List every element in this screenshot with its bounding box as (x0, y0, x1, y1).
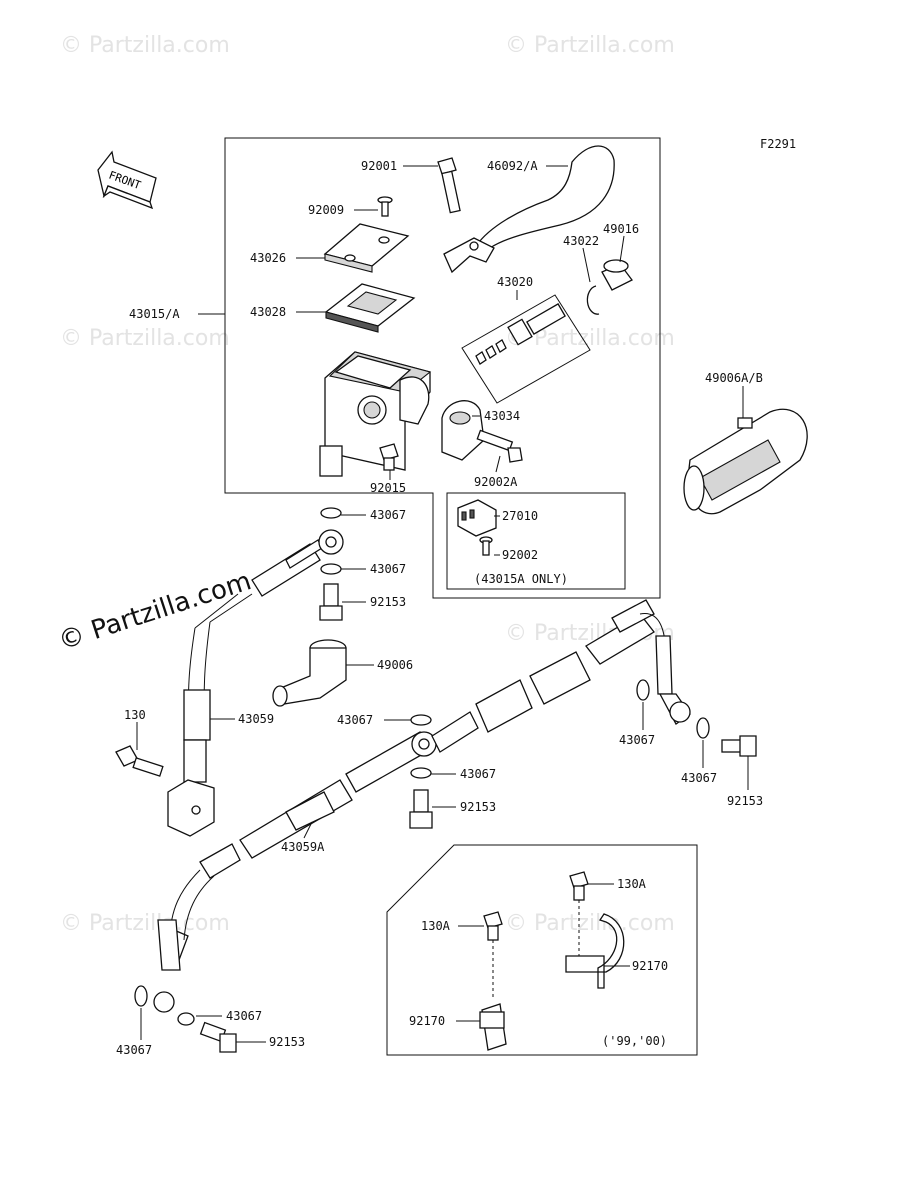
watermarks: © Partzilla.com © Partzilla.com © Partzi… (60, 33, 675, 936)
callout-43067: 43067 (226, 1009, 262, 1023)
watermark: © Partzilla.com (505, 911, 675, 936)
screw-92009-icon (377, 196, 393, 217)
callout-43067: 43067 (337, 713, 373, 727)
callout-92002a: 92002A (474, 475, 518, 489)
callout-46092a: 46092/A (487, 159, 538, 173)
banjo-bolt-icon (199, 1021, 237, 1053)
callout-43067: 43067 (116, 1043, 152, 1057)
washer-icon (410, 767, 432, 779)
cover-49006ab-icon (683, 408, 808, 515)
partzilla-watermark: © Partzilla.com (55, 566, 255, 657)
bracket-frame (386, 844, 698, 1056)
callout-49006: 49006 (377, 658, 413, 672)
leader-lines (136, 165, 749, 1043)
washer-icon (177, 1012, 195, 1026)
callout-43067: 43067 (460, 767, 496, 781)
callout-43022: 43022 (563, 234, 599, 248)
front-arrow-icon: FRONT (97, 150, 157, 210)
bolt-130a-icon (483, 911, 503, 941)
bolt-92002a-icon (476, 429, 523, 463)
boot-49006-icon (272, 639, 347, 707)
model-years-note: ('99,'00) (602, 1034, 667, 1048)
diaphragm-icon (324, 283, 416, 333)
callout-43067: 43067 (681, 771, 717, 785)
callout-92153: 92153 (269, 1035, 305, 1049)
callout-130: 130 (124, 708, 146, 722)
bolt-92015-icon (379, 443, 399, 471)
callout-43067: 43067 (619, 733, 655, 747)
callout-43020: 43020 (497, 275, 533, 289)
watermark: © Partzilla.com (60, 911, 230, 936)
circlip-icon (586, 285, 600, 315)
callout-labels: 92001 46092/A 92009 43026 43028 43015/A … (116, 159, 763, 1057)
callout-43034: 43034 (484, 409, 520, 423)
piston-kit-icon (461, 294, 591, 404)
callout-43015a-only: (43015A ONLY) (474, 572, 568, 586)
boot-49016-icon (601, 259, 633, 291)
washer-icon (320, 563, 342, 575)
washer-icon (134, 985, 148, 1007)
callout-92001: 92001 (361, 159, 397, 173)
callout-49016: 49016 (603, 222, 639, 236)
switch-subframe (446, 492, 626, 590)
callout-130a: 130A (617, 877, 647, 891)
bolt-130-icon (115, 745, 164, 777)
callout-92153: 92153 (460, 800, 496, 814)
washer-icon (320, 507, 342, 519)
callout-92153: 92153 (727, 794, 763, 808)
reservoir-cap-icon (323, 223, 410, 273)
callout-43059a: 43059A (281, 840, 325, 854)
master-cylinder-frame (224, 137, 661, 599)
hose-43059a-icon (153, 599, 691, 1013)
callout-43067: 43067 (370, 508, 406, 522)
bracket-92170-icon (479, 1003, 507, 1051)
clamp-icon (441, 400, 485, 461)
bracket-92170-icon (565, 913, 625, 989)
washer-icon (636, 679, 650, 701)
watermark: © Partzilla.com (60, 33, 230, 58)
callout-27010: 27010 (502, 509, 538, 523)
bolt-130a-icon (569, 871, 589, 901)
callout-92015: 92015 (370, 481, 406, 495)
screw-92002-icon (479, 536, 493, 556)
callout-43028: 43028 (250, 305, 286, 319)
washer-icon (410, 714, 432, 726)
figure-code: F2291 (760, 137, 796, 151)
banjo-bolt-icon (319, 583, 343, 621)
callout-92170: 92170 (632, 959, 668, 973)
callout-43059: 43059 (238, 712, 274, 726)
watermark: © Partzilla.com (505, 326, 675, 351)
callout-49006ab: 49006A/B (705, 371, 763, 385)
banjo-bolt-icon (721, 735, 757, 757)
hose-43059-icon (167, 529, 344, 837)
callout-43015a: 43015/A (129, 307, 180, 321)
washer-icon (696, 717, 710, 739)
callout-43067: 43067 (370, 562, 406, 576)
callout-92002: 92002 (502, 548, 538, 562)
callout-130a: 130A (421, 919, 451, 933)
bolt-92001-icon (437, 157, 461, 214)
switch-27010-icon (457, 499, 497, 537)
master-cylinder-body-icon (319, 351, 432, 477)
banjo-bolt-icon (409, 789, 433, 829)
callout-92170: 92170 (409, 1014, 445, 1028)
callout-92009: 92009 (308, 203, 344, 217)
callout-92153: 92153 (370, 595, 406, 609)
watermark: © Partzilla.com (505, 33, 675, 58)
callout-43026: 43026 (250, 251, 286, 265)
brake-lever-icon (443, 145, 615, 274)
watermark: © Partzilla.com (60, 326, 230, 351)
